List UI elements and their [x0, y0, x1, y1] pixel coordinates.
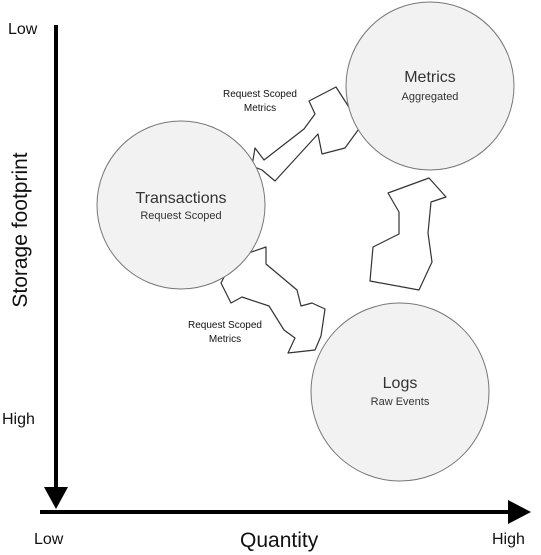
node-transactions-circle: [96, 120, 266, 290]
node-transactions-subtitle: Request Scoped: [140, 210, 221, 222]
node-metrics: Metrics Aggregated: [345, 1, 515, 171]
node-logs-subtitle: Raw Events: [371, 396, 430, 408]
x-axis-arrowhead: [508, 500, 531, 524]
node-transactions-title: Transactions: [136, 190, 227, 207]
y-axis-arrowhead: [44, 487, 68, 509]
node-metrics-circle: [345, 1, 515, 171]
node-logs: Logs Raw Events: [310, 302, 490, 482]
axes: [40, 25, 531, 524]
node-logs-circle: [310, 302, 490, 482]
x-axis-low-label: Low: [34, 531, 64, 548]
edge-label-upper-line2: Metrics: [244, 103, 276, 114]
node-transactions: Transactions Request Scoped: [96, 120, 266, 290]
node-metrics-subtitle: Aggregated: [402, 91, 459, 103]
node-logs-title: Logs: [383, 375, 418, 392]
edge-label-lower: Request Scoped Metrics: [188, 320, 262, 345]
edge-label-upper-line1: Request Scoped: [223, 89, 297, 100]
y-axis-high-label: High: [2, 411, 35, 428]
block-arrow-metrics-to-transactions: [251, 86, 362, 182]
block-arrow-logs-to-metrics: [369, 177, 447, 291]
y-axis-low-label: Low: [8, 21, 38, 38]
y-axis-title: Storage footprint: [9, 152, 32, 308]
edge-label-upper: Request Scoped Metrics: [223, 89, 297, 114]
block-arrow-transactions-to-logs: [220, 246, 326, 354]
node-metrics-title: Metrics: [404, 69, 456, 86]
x-axis-title: Quantity: [240, 529, 319, 552]
edge-label-lower-line2: Metrics: [209, 334, 241, 345]
x-axis-high-label: High: [492, 531, 525, 548]
edge-label-lower-line1: Request Scoped: [188, 320, 262, 331]
